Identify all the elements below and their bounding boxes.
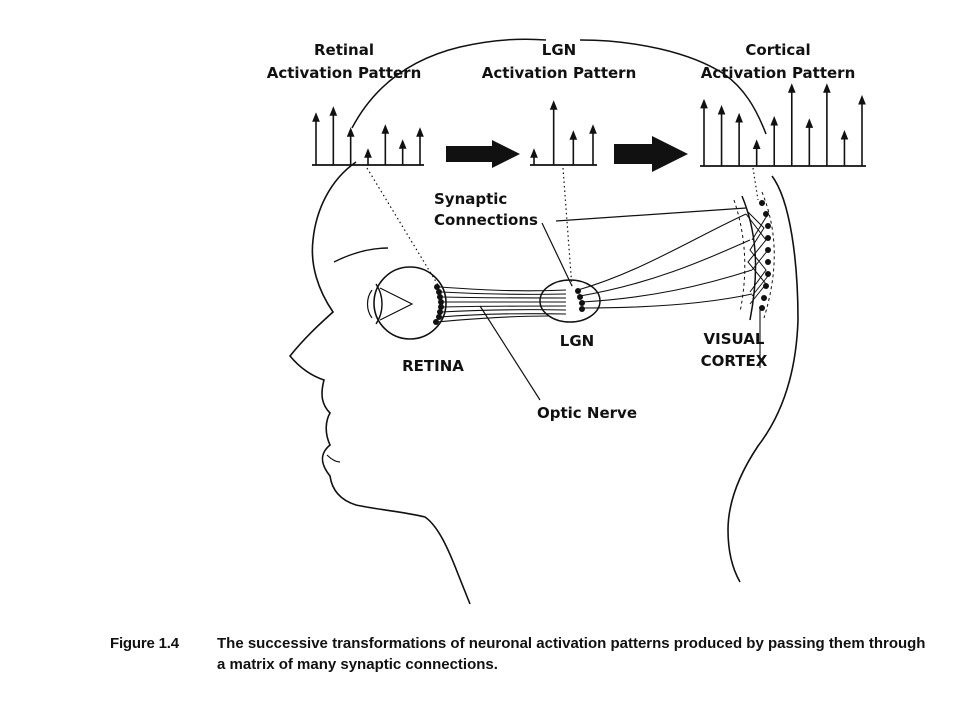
optic-nerve-bundle [435, 286, 567, 323]
transform-arrow-1 [446, 140, 520, 168]
visual-cortex-dashed-inner [733, 199, 746, 313]
ear-line [326, 454, 341, 463]
arc-lgn-to-cortical [579, 39, 767, 135]
lgn-pattern-label-line1: LGN [542, 41, 576, 59]
optic-nerve-label: Optic Nerve [537, 404, 637, 422]
visual-cortex-dashed [761, 191, 775, 319]
cortical-label-line1: Cortical [745, 41, 810, 59]
retinal-activation-pattern [312, 106, 424, 166]
visual-cortex-label-line1: VISUAL [704, 330, 765, 348]
retinal-label-line2: Activation Pattern [267, 64, 422, 82]
cortex-neurons [759, 200, 771, 311]
optic-nerve-pointer [479, 305, 541, 401]
lens [375, 283, 383, 325]
projection-dotted-lines [366, 167, 759, 289]
synaptic-pointer-cortex [555, 207, 747, 222]
retina-label: RETINA [402, 357, 464, 375]
figure-caption-text: The successive transformations of neuron… [217, 635, 926, 673]
figure-number: Figure 1.4 [110, 635, 179, 652]
head-outline [288, 161, 471, 605]
back-of-head-outline [727, 175, 799, 583]
eyeball [373, 266, 447, 340]
visual-cortex-band [741, 195, 757, 321]
retina-neurons [433, 284, 444, 325]
arc-retinal-to-lgn [351, 38, 547, 129]
light-ray [379, 287, 414, 321]
cortical-label-line2: Activation Pattern [701, 64, 856, 82]
eyebrow [333, 247, 389, 263]
visual-cortex-label-line2: CORTEX [701, 352, 768, 370]
optic-radiation [577, 213, 753, 309]
cortical-activation-pattern [700, 83, 866, 167]
retinal-label-line1: Retinal [314, 41, 374, 59]
synaptic-pointer-lgn [541, 222, 573, 287]
cornea [366, 289, 373, 319]
lgn-pattern-label-line2: Activation Pattern [482, 64, 637, 82]
transform-arrow-2 [614, 136, 688, 172]
lgn-neurons [575, 288, 585, 312]
lgn-activation-pattern [530, 100, 597, 166]
synaptic-label-line2: Connections [434, 211, 538, 229]
cortex-synaptic-matrix [745, 211, 769, 305]
lgn-label: LGN [560, 332, 594, 350]
synaptic-label-line1: Synaptic [434, 190, 507, 208]
